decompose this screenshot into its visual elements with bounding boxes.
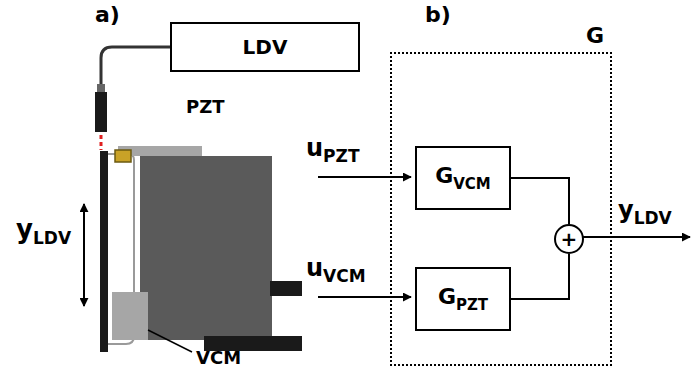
node-text: G (586, 23, 604, 48)
leader-line (148, 330, 192, 352)
node-text: GPZT (438, 284, 488, 313)
block-name: + (561, 227, 578, 251)
output-arrow (583, 236, 690, 238)
signal-wire (511, 254, 569, 299)
panel-label: a) (95, 2, 120, 27)
panel-label: b) (425, 2, 451, 27)
block-name: G (438, 284, 456, 309)
probe-ferrule (97, 84, 105, 92)
signal-subscript: LDV (634, 208, 672, 228)
block-name: LDV (243, 35, 288, 59)
transfer-block: GPZT (415, 267, 511, 331)
node-text: + (561, 227, 578, 251)
laser-beam (100, 135, 103, 150)
part-name: PZT (186, 96, 225, 117)
fiber-cable (101, 47, 170, 84)
part-name: PZT (186, 96, 225, 117)
signal-name: y (16, 214, 33, 244)
signal-name: uVCM (306, 254, 366, 286)
signal-name: u (306, 254, 323, 282)
panel-label: a) (95, 2, 120, 27)
block-name: G (435, 163, 453, 188)
panel-label: b) (425, 2, 451, 27)
node-text: LDV (243, 35, 288, 59)
junction-circle (555, 225, 583, 253)
actuator-body (140, 156, 272, 340)
node-text: GVCM (435, 163, 491, 192)
signal-name: yLDV (618, 196, 672, 228)
instrument-box: LDV (170, 22, 360, 72)
input-arrow (318, 176, 411, 178)
part-name: VCM (196, 347, 241, 368)
input-arrow (318, 296, 411, 298)
block-subscript: VCM (453, 175, 491, 193)
signal-name: yLDV (16, 214, 71, 248)
signal-name: uPZT (306, 134, 359, 166)
block-subscript: PZT (456, 296, 488, 314)
part-name: VCM (196, 347, 241, 368)
pzt-element (115, 150, 131, 162)
probe-head (95, 92, 107, 132)
system-name: G (586, 23, 604, 48)
signal-subscript: VCM (323, 266, 366, 286)
moving-arm (100, 151, 108, 352)
signal-subscript: PZT (323, 146, 359, 166)
signal-name: u (306, 134, 323, 162)
system-boundary: GGVCMGPZT+ (390, 52, 612, 366)
displacement-arrow (83, 204, 85, 306)
signal-name: y (618, 196, 634, 224)
signal-subscript: LDV (33, 228, 71, 248)
summing-junction: + (554, 224, 584, 254)
transfer-block: GVCM (415, 146, 511, 210)
mount-bracket (270, 281, 302, 296)
signal-wire (511, 178, 569, 224)
vcm-block (112, 292, 148, 340)
